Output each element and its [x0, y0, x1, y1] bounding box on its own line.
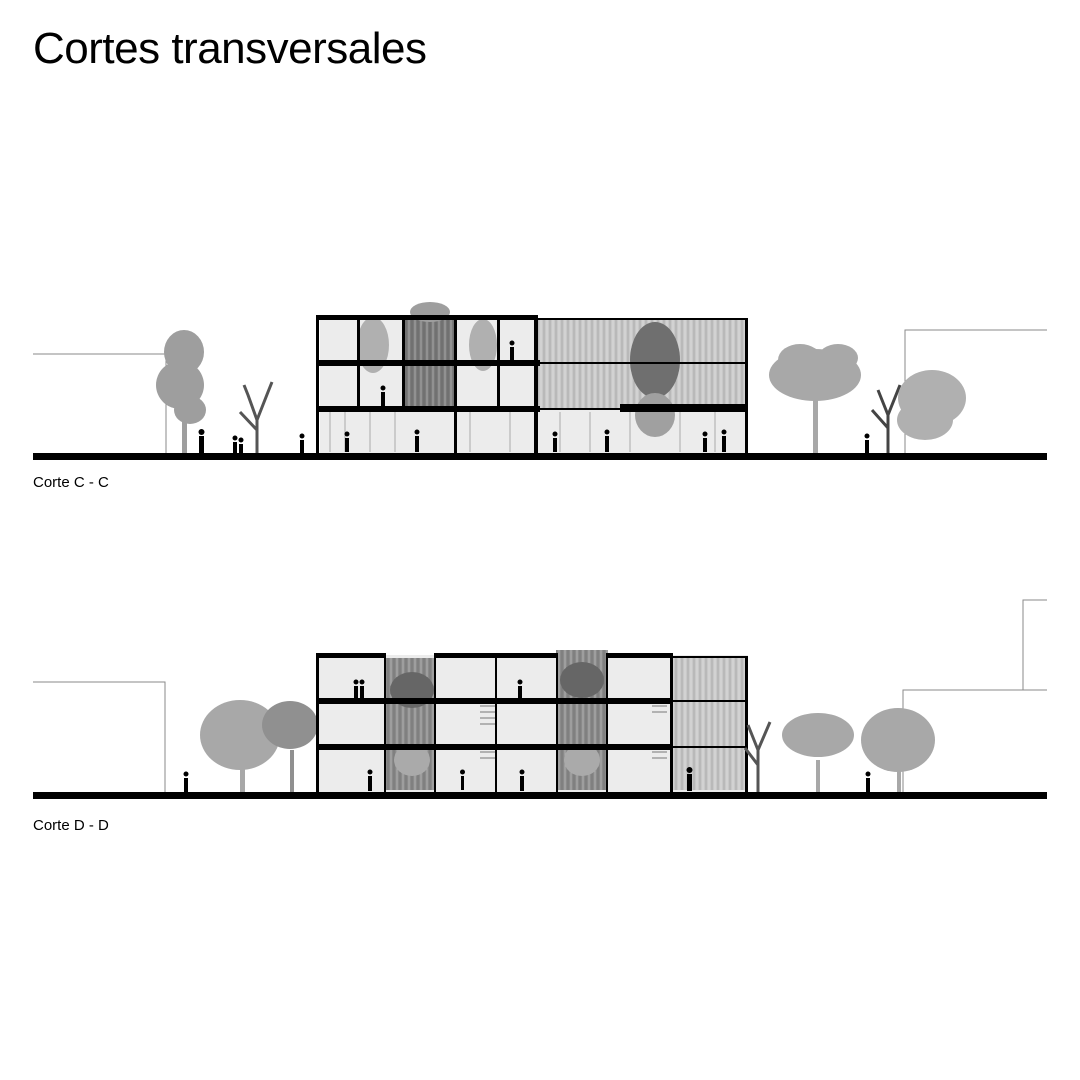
- tree-right-bare: [870, 384, 902, 455]
- ground-line-c: [33, 453, 1047, 460]
- tree-right-1: [782, 713, 854, 793]
- building-c: [316, 302, 748, 455]
- ground-line-d: [33, 792, 1047, 799]
- tree-right-1: [769, 344, 861, 455]
- tree-left-2: [262, 701, 318, 793]
- tree-right-bare: [743, 721, 772, 793]
- neighbor-building-left-outline: [33, 681, 166, 793]
- neighbor-building-right-outline: [902, 599, 1047, 793]
- neighbor-building-left-outline: [33, 353, 167, 455]
- tree-right-2: [861, 708, 935, 793]
- people-c: [198, 340, 870, 454]
- caption-corte-d: Corte D - D: [33, 817, 109, 834]
- tree-left-bare: [238, 381, 274, 455]
- caption-corte-c: Corte C - C: [33, 474, 109, 491]
- tree-right-2: [897, 370, 966, 440]
- section-c-svg: [33, 302, 1047, 460]
- section-d-drawing: [0, 560, 1080, 820]
- people-d: [183, 679, 871, 792]
- section-c-drawing: [0, 200, 1080, 460]
- tree-left-1: [156, 330, 206, 455]
- tree-left-1: [200, 700, 280, 793]
- building-d: [316, 650, 748, 793]
- page-title: Cortes transversales: [33, 24, 427, 73]
- section-d-svg: [33, 599, 1047, 799]
